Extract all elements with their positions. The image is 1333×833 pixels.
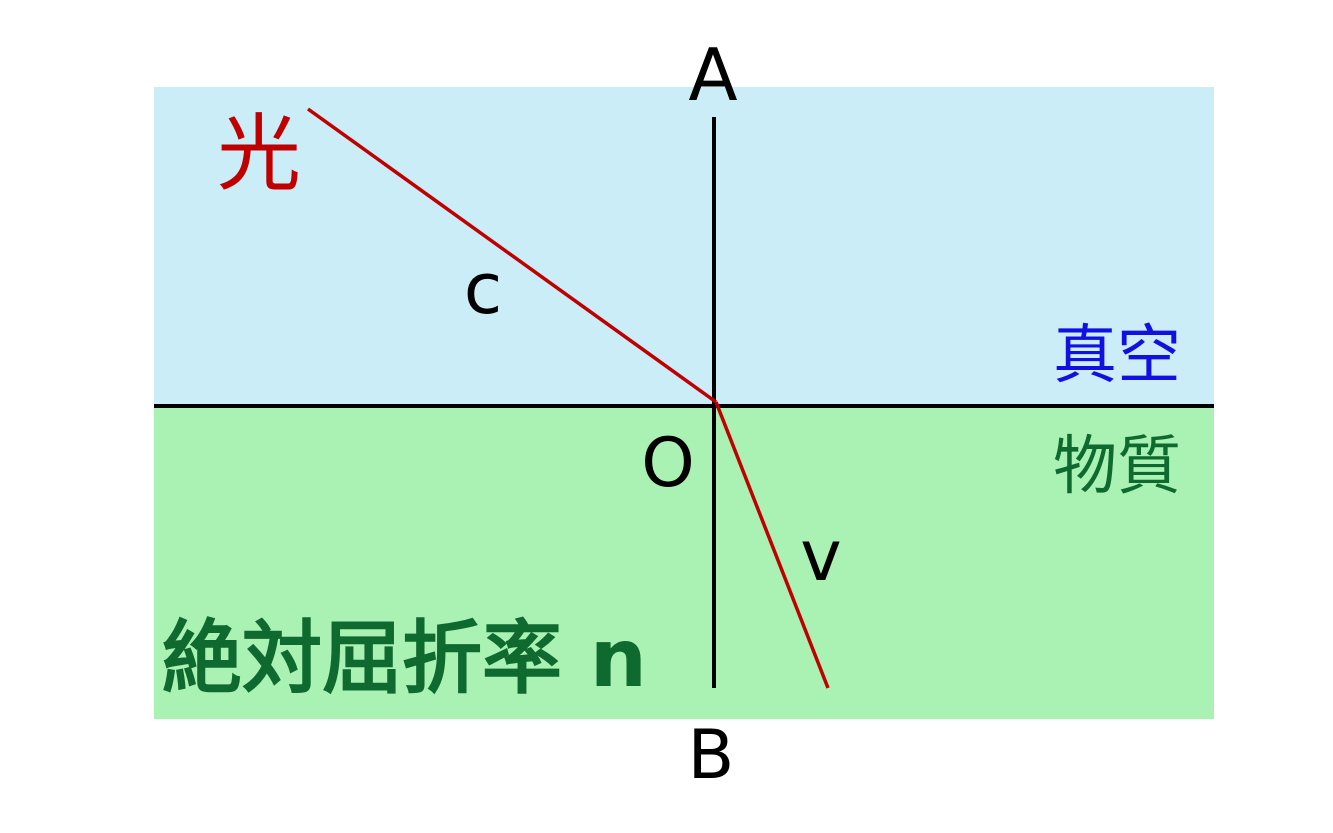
speed-v-label: v — [800, 515, 841, 597]
light-label: 光 — [217, 105, 301, 203]
point-b-label: B — [688, 716, 735, 795]
refractive-index-label: 絶対屈折率 n — [162, 612, 647, 705]
point-a-label: A — [688, 33, 737, 117]
speed-c-label: c — [464, 248, 503, 330]
matter-label: 物質 — [1053, 430, 1181, 504]
vacuum-label: 真空 — [1053, 319, 1181, 393]
origin-label: O — [641, 424, 695, 503]
matter-region — [154, 406, 1214, 719]
vacuum-region — [154, 87, 1214, 406]
refracted-ray — [714, 401, 830, 689]
incident-ray — [306, 107, 718, 404]
